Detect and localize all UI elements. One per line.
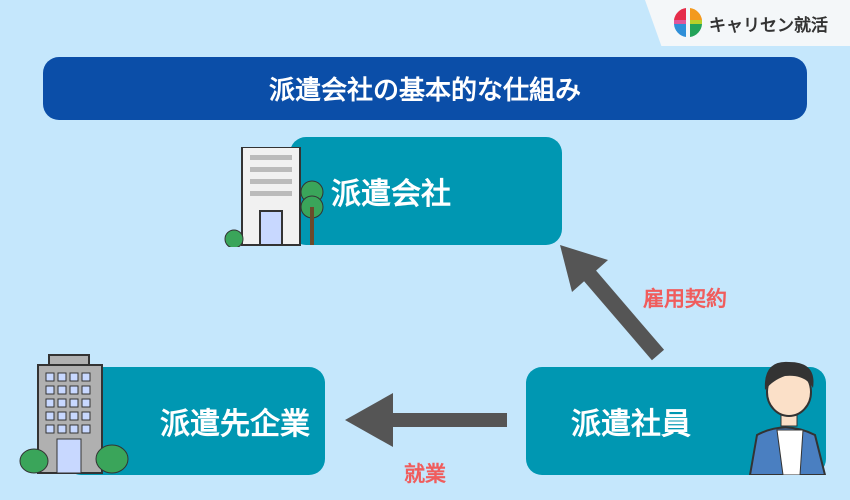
arrow-employment xyxy=(560,245,665,361)
logo: キャリセン就活 xyxy=(645,0,850,46)
node-agency: 派遣会社 xyxy=(290,137,562,245)
relation-work-label: 就業 xyxy=(404,462,446,486)
arrow-work xyxy=(345,393,507,447)
office-tower-icon xyxy=(19,354,129,474)
node-agency-label: 派遣会社 xyxy=(331,177,451,212)
relation-employment-label: 雇用契約 xyxy=(643,287,727,311)
page-title: 派遣会社の基本的な仕組み xyxy=(43,57,807,120)
office-building-icon xyxy=(224,147,324,247)
node-client-label: 派遣先企業 xyxy=(160,407,310,442)
node-worker-label: 派遣社員 xyxy=(571,407,691,442)
logo-icon xyxy=(674,8,702,37)
logo-text: キャリセン就活 xyxy=(709,15,828,36)
worker-person-icon xyxy=(748,361,827,475)
